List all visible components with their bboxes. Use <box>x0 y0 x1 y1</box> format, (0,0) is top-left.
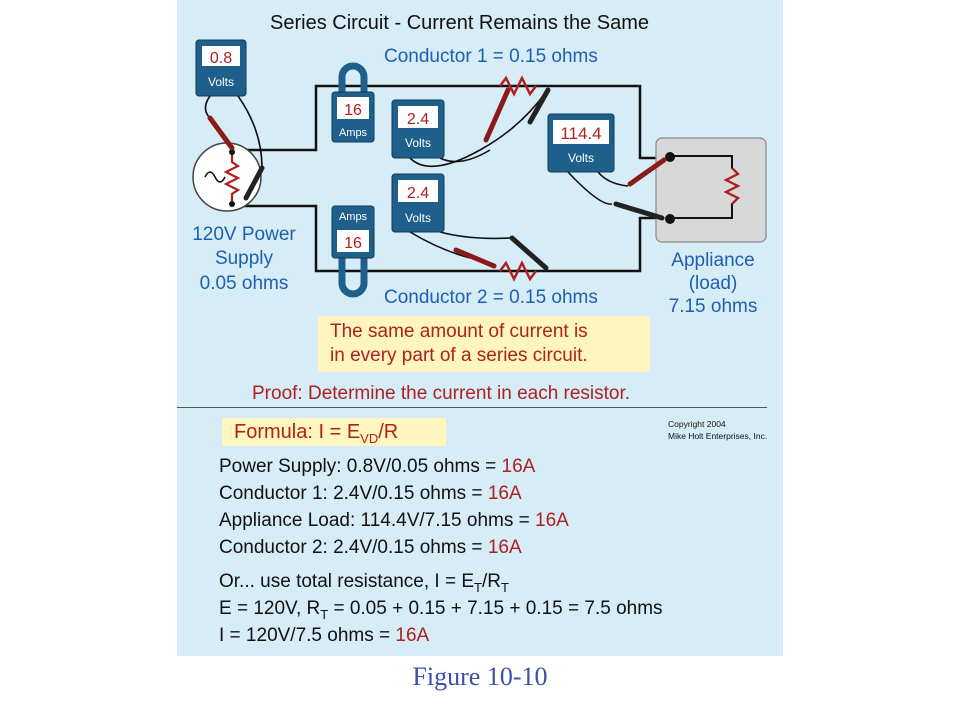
appliance-label: Appliance (load) 7.15 ohms <box>669 250 758 317</box>
meter-reading: 2.4 <box>407 111 429 128</box>
copyright-line-1: Copyright 2004 <box>668 419 726 429</box>
formula-sub: VD <box>360 431 379 446</box>
note-line-2: in every part of a series circuit. <box>330 345 588 366</box>
meter-unit: Volts <box>568 151 594 165</box>
conductor1-label: Conductor 1 = 0.15 ohms <box>384 46 598 67</box>
divider <box>177 407 767 408</box>
svg-text:(load): (load) <box>689 273 738 294</box>
svg-text:0.05 ohms: 0.05 ohms <box>200 273 289 294</box>
calc-conductor-1: Conductor 1: 2.4V/0.15 ohms = 16A <box>219 483 522 504</box>
conductor1-resistor <box>499 75 537 97</box>
note-line-1: The same amount of current is <box>330 321 588 342</box>
svg-text:7.15 ohms: 7.15 ohms <box>669 296 758 317</box>
appliance-load <box>655 137 767 243</box>
meter-unit: Amps <box>339 211 368 223</box>
bottom-wire <box>230 204 670 273</box>
meter-conductor1-volts: 2.4 Volts <box>391 99 445 159</box>
meter-unit: Volts <box>405 211 431 225</box>
meter-conductor2-volts: 2.4 Volts <box>391 173 445 233</box>
meter-amps-bottom: Amps 16 <box>331 205 375 259</box>
conductor2-resistor <box>499 260 537 282</box>
svg-text:Supply: Supply <box>215 248 274 269</box>
meter-load-volts: 114.4 Volts <box>547 113 615 173</box>
series-current-note: The same amount of current is in every p… <box>318 316 650 372</box>
calc-power-supply: Power Supply: 0.8V/0.05 ohms = 16A <box>219 456 536 477</box>
meter-unit: Volts <box>405 136 431 150</box>
meter-reading: 16 <box>344 102 362 119</box>
total-line-1: Or... use total resistance, I = ET/RT <box>219 571 509 595</box>
calc-appliance-load: Appliance Load: 114.4V/7.15 ohms = 16A <box>219 510 569 531</box>
meter-reading: 114.4 <box>560 124 601 143</box>
meter-reading: 0.8 <box>210 50 232 67</box>
meter-unit: Volts <box>208 75 234 89</box>
svg-text:120V Power: 120V Power <box>192 224 296 245</box>
calc-conductor-2: Conductor 2: 2.4V/0.15 ohms = 16A <box>219 537 522 558</box>
svg-text:Appliance: Appliance <box>671 250 754 271</box>
total-line-3: I = 120V/7.5 ohms = 16A <box>219 625 430 646</box>
copyright-line-2: Mike Holt Enterprises, Inc. <box>668 431 768 441</box>
meter-reading: 16 <box>344 235 362 252</box>
total-line-2: E = 120V, RT = 0.05 + 0.15 + 7.15 + 0.15… <box>219 598 663 622</box>
figure-caption: Figure 10-10 <box>412 662 548 691</box>
meter-supply-volts: 0.8 Volts <box>195 39 247 97</box>
meter-amps-top: 16 Amps <box>331 91 375 143</box>
meter-reading: 2.4 <box>407 185 429 202</box>
meter-unit: Amps <box>339 127 368 139</box>
conductor2-label: Conductor 2 = 0.15 ohms <box>384 287 598 308</box>
supply-label: 120V Power Supply 0.05 ohms <box>192 224 296 294</box>
proof-heading: Proof: Determine the current in each res… <box>252 383 630 404</box>
formula-box: Formula: I = EVD/R <box>222 418 446 446</box>
probe-tips <box>207 87 667 271</box>
formula-text: Formula: I = E <box>234 421 361 443</box>
copyright: Copyright 2004 Mike Holt Enterprises, In… <box>668 418 767 442</box>
diagram-title: Series Circuit - Current Remains the Sam… <box>270 12 649 34</box>
formula-tail: /R <box>378 421 399 443</box>
power-supply-symbol <box>192 142 262 212</box>
